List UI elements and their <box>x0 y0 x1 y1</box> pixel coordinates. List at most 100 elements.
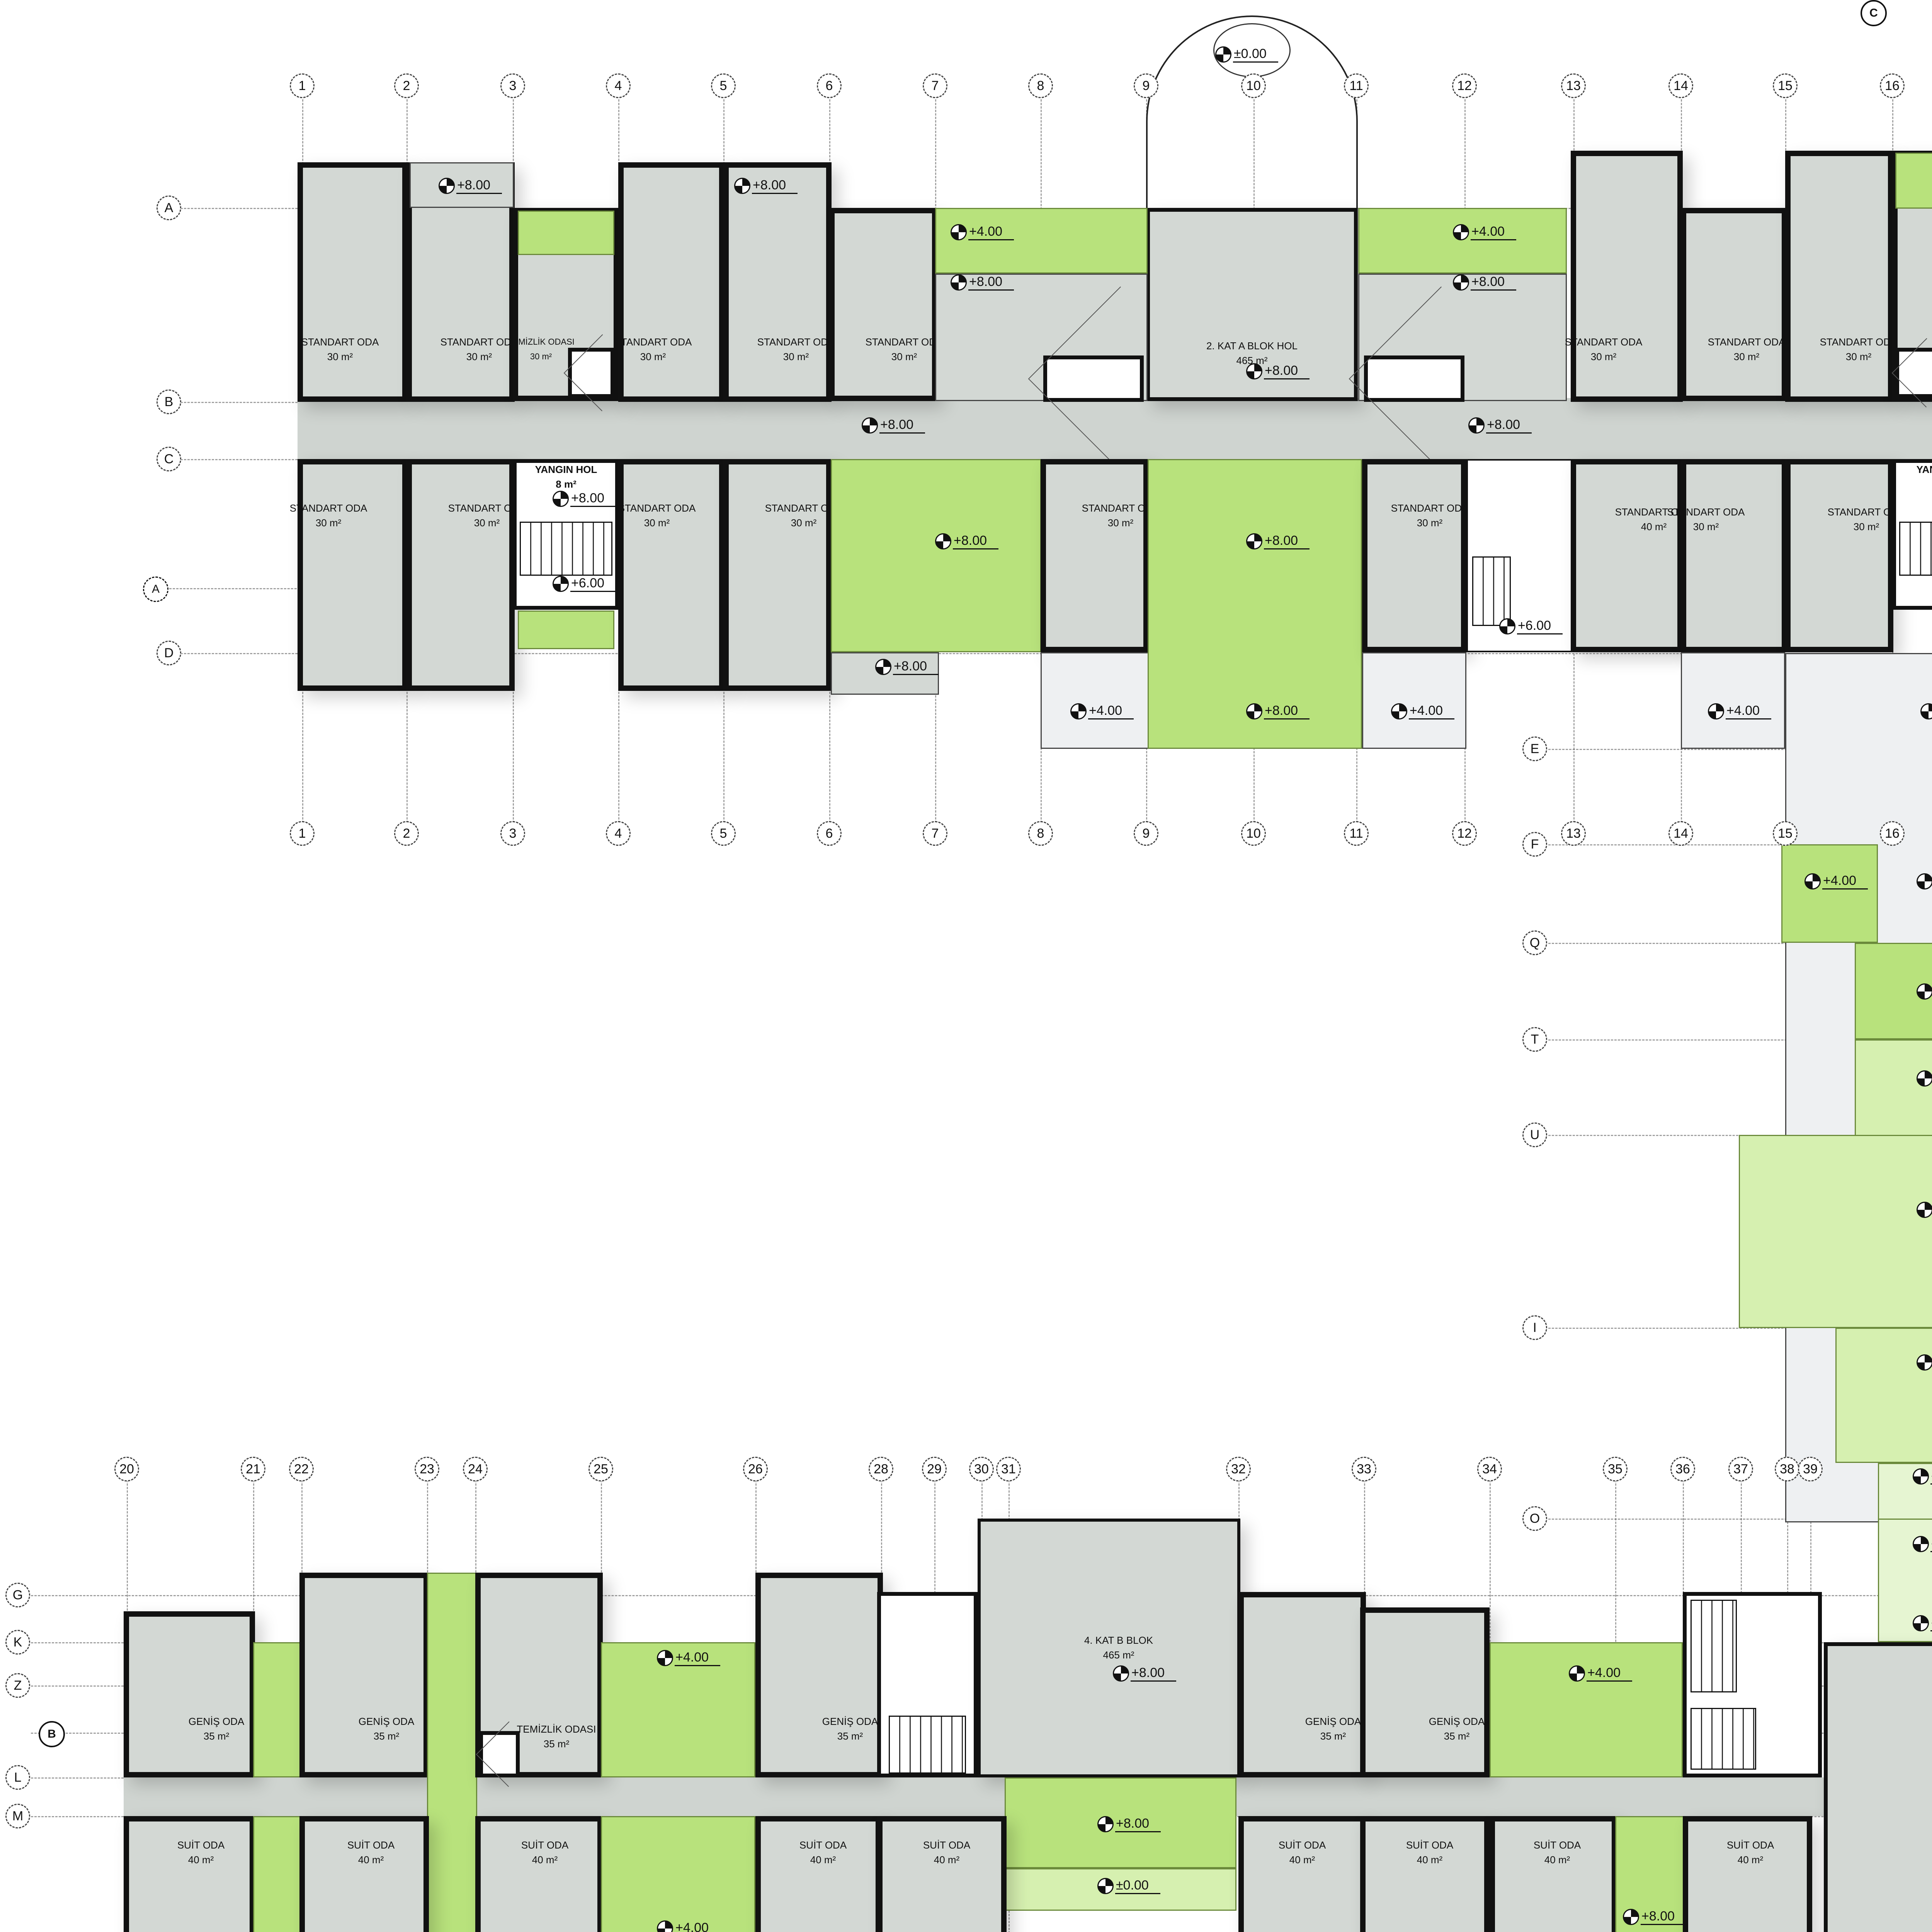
elevator-shaft-right <box>1364 355 1464 402</box>
room-suite-b6[interactable] <box>1238 1816 1366 1932</box>
room-standard-40[interactable] <box>1571 459 1683 652</box>
room-standard-a8[interactable] <box>1785 151 1893 402</box>
grid-bubble: 13 <box>1561 821 1586 846</box>
room-wide-b2[interactable] <box>299 1573 429 1777</box>
level-marker-balcony-2: +8.00 <box>734 178 798 194</box>
room-standard-c7[interactable] <box>1681 459 1787 652</box>
room-wide-b3[interactable] <box>755 1573 883 1777</box>
level-marker-u-green: +1.00 <box>1917 1202 1932 1218</box>
grid-bubble: 3 <box>500 821 525 846</box>
stairs-center <box>1472 556 1511 626</box>
grid-bubble: 9 <box>1134 821 1158 846</box>
room-wide-b4[interactable] <box>1238 1592 1366 1777</box>
green-court-b-left-lower <box>601 1816 755 1932</box>
room-standard-a4[interactable] <box>723 162 832 402</box>
level-marker-b-center-upper: +8.00 <box>1097 1816 1161 1832</box>
grid-bubble-row: F <box>1522 832 1547 857</box>
level-marker-terrace-d-5: +8.00 <box>1920 703 1932 719</box>
room-suite-b1[interactable] <box>124 1816 255 1932</box>
room-wide-b5[interactable] <box>1360 1607 1490 1777</box>
grid-bubble-row: L <box>5 1765 30 1790</box>
grid-bubble: 22 <box>289 1457 314 1481</box>
level-marker-o-minus2: -2.00 <box>1913 1536 1932 1552</box>
room-standard-a7[interactable] <box>1681 208 1787 401</box>
grid-bubble-row: I <box>1522 1315 1547 1340</box>
room-suite-b3[interactable] <box>475 1816 603 1932</box>
grid-line-row-U <box>1538 1135 1932 1136</box>
room-standard-a1[interactable] <box>298 162 408 402</box>
residence-unit[interactable] <box>1824 1642 1932 1932</box>
grid-bubble: 5 <box>711 821 736 846</box>
room-suite-b2[interactable] <box>299 1816 429 1932</box>
room-standard-c2[interactable] <box>406 459 515 691</box>
elevator-shaft-left <box>1043 355 1144 402</box>
grid-bubble: 11 <box>1344 73 1369 98</box>
grid-bubble: 8 <box>1028 73 1053 98</box>
grid-bubble: 6 <box>817 73 842 98</box>
room-standard-c8[interactable] <box>1785 459 1893 652</box>
grid-line-row-O <box>1538 1519 1932 1520</box>
grid-bubble: 10 <box>1241 73 1266 98</box>
green-court-b-center-upper <box>1005 1777 1236 1868</box>
grid-bubble: 23 <box>415 1457 439 1481</box>
room-standard-c4[interactable] <box>723 459 832 691</box>
grid-bubble: 6 <box>817 821 842 846</box>
grid-bubble: 30 <box>969 1457 994 1481</box>
room-standard-c5[interactable] <box>1041 459 1149 652</box>
room-wide-b1[interactable] <box>124 1611 255 1777</box>
section-marker-b-left: B <box>39 1721 65 1747</box>
green-court-b-left-upper <box>601 1642 755 1777</box>
grid-bubble: 38 <box>1775 1457 1799 1481</box>
block-b-hall[interactable] <box>978 1519 1240 1777</box>
shaft-cleaning-right <box>1895 348 1932 398</box>
green-terrace-f <box>1781 844 1878 943</box>
room-standard-a3[interactable] <box>618 162 724 402</box>
grid-bubble: 4 <box>606 73 631 98</box>
planter-fire-left <box>518 611 614 649</box>
grid-bubble: 37 <box>1728 1457 1753 1481</box>
grid-bubble-row: Q <box>1522 930 1547 955</box>
planter-cleaning-left <box>518 211 614 255</box>
room-suite-b8[interactable] <box>1490 1816 1617 1932</box>
room-standard-c6[interactable] <box>1362 459 1466 652</box>
level-marker-terrace-d-1: +4.00 <box>1070 703 1134 719</box>
level-marker-terrace-d-2: +8.00 <box>1246 703 1310 719</box>
grid-bubble-row: T <box>1522 1027 1547 1052</box>
grid-bubble: 8 <box>1028 821 1053 846</box>
room-suite-b4[interactable] <box>755 1816 881 1932</box>
room-standard-a5[interactable] <box>829 208 937 401</box>
grid-bubble: 9 <box>1134 73 1158 98</box>
level-marker-courtyard-center: +8.00 <box>1246 533 1310 549</box>
green-court-b-center-lower <box>1005 1868 1236 1911</box>
grid-bubble: 10 <box>1241 821 1266 846</box>
room-suite-b5[interactable] <box>877 1816 1007 1932</box>
grid-bubble: 16 <box>1880 73 1905 98</box>
section-marker-a-left: A <box>143 577 168 602</box>
level-marker-balcony: +8.00 <box>439 178 502 194</box>
room-standard-c3[interactable] <box>618 459 724 691</box>
room-suite-b9[interactable] <box>1683 1816 1812 1932</box>
level-marker-terrace-d-3: +4.00 <box>1391 703 1455 719</box>
grid-bubble: 14 <box>1668 73 1693 98</box>
room-standard-a6[interactable] <box>1571 151 1683 402</box>
room-standard-c1[interactable] <box>298 459 408 691</box>
room-suite-b7[interactable] <box>1360 1816 1490 1932</box>
level-marker-b-left-upper: +4.00 <box>657 1650 721 1666</box>
grid-bubble: 5 <box>711 73 736 98</box>
grid-bubble-row: U <box>1522 1122 1547 1147</box>
grid-bubble-row: M <box>5 1804 30 1828</box>
level-marker-o-minus1: -1.00 <box>1913 1468 1932 1485</box>
